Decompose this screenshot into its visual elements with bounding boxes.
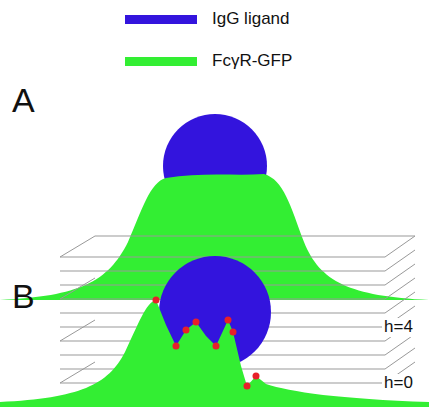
- panel-letter: A: [12, 82, 35, 119]
- legend-text: FcγR-GFP: [212, 52, 292, 71]
- contour-points: [153, 297, 260, 390]
- legend-text: IgG ligand: [212, 10, 290, 29]
- height-label: h=0: [382, 374, 415, 393]
- panel-letter: B: [12, 278, 35, 315]
- legend-swatch: [125, 15, 197, 24]
- height-label: h=4: [382, 318, 415, 337]
- legend-swatch: [125, 57, 197, 66]
- cell-membrane: [0, 300, 429, 407]
